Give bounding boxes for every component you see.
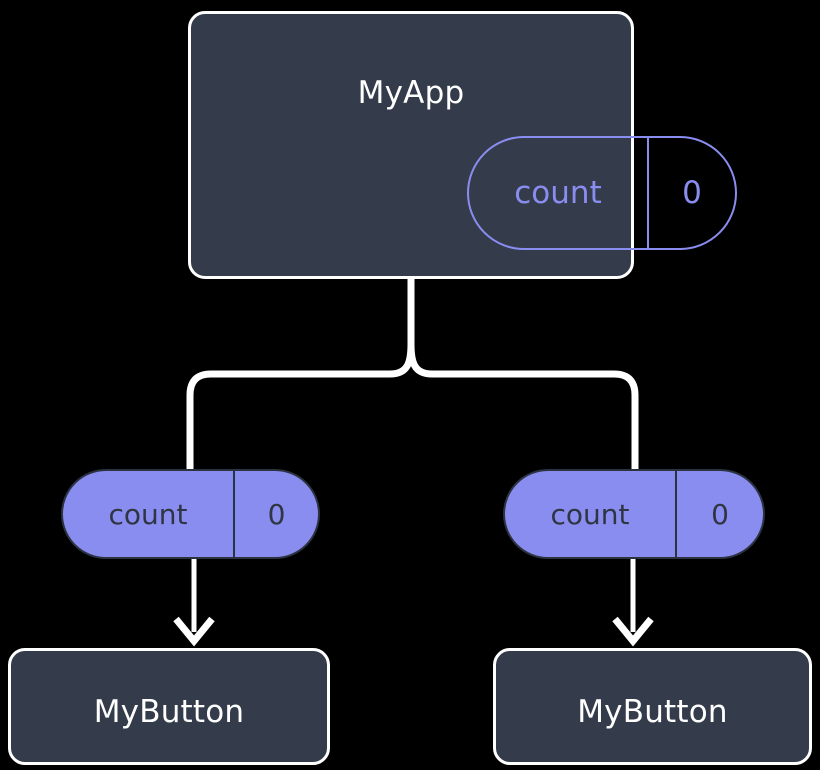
prop-pill-right[interactable]: count 0 — [503, 469, 765, 559]
branch-connector-path-left — [186, 340, 415, 473]
state-pill-value: 0 — [682, 175, 702, 211]
component-card-myapp[interactable]: MyApp count 0 — [188, 11, 737, 279]
branch-connector-path — [407, 274, 639, 473]
prop-pill-left[interactable]: count 0 — [61, 469, 320, 559]
prop-pill-key-right: count — [550, 497, 630, 531]
component-title-mybutton-left: MyButton — [93, 694, 245, 730]
state-pill-key: count — [469, 138, 649, 248]
prop-pill-key-left: count — [108, 497, 188, 531]
component-card-mybutton-left[interactable]: MyButton — [8, 648, 330, 765]
arrow-head-right — [612, 616, 654, 647]
prop-pill-value-left: 0 — [233, 471, 318, 557]
state-pill-myapp[interactable]: count 0 — [467, 136, 737, 250]
component-title-myapp: MyApp — [357, 75, 465, 111]
component-title-mybutton-right: MyButton — [577, 694, 728, 730]
arrow-head-left — [173, 616, 215, 647]
component-card-mybutton-right[interactable]: MyButton — [493, 648, 812, 765]
prop-pill-value-right: 0 — [675, 471, 763, 557]
